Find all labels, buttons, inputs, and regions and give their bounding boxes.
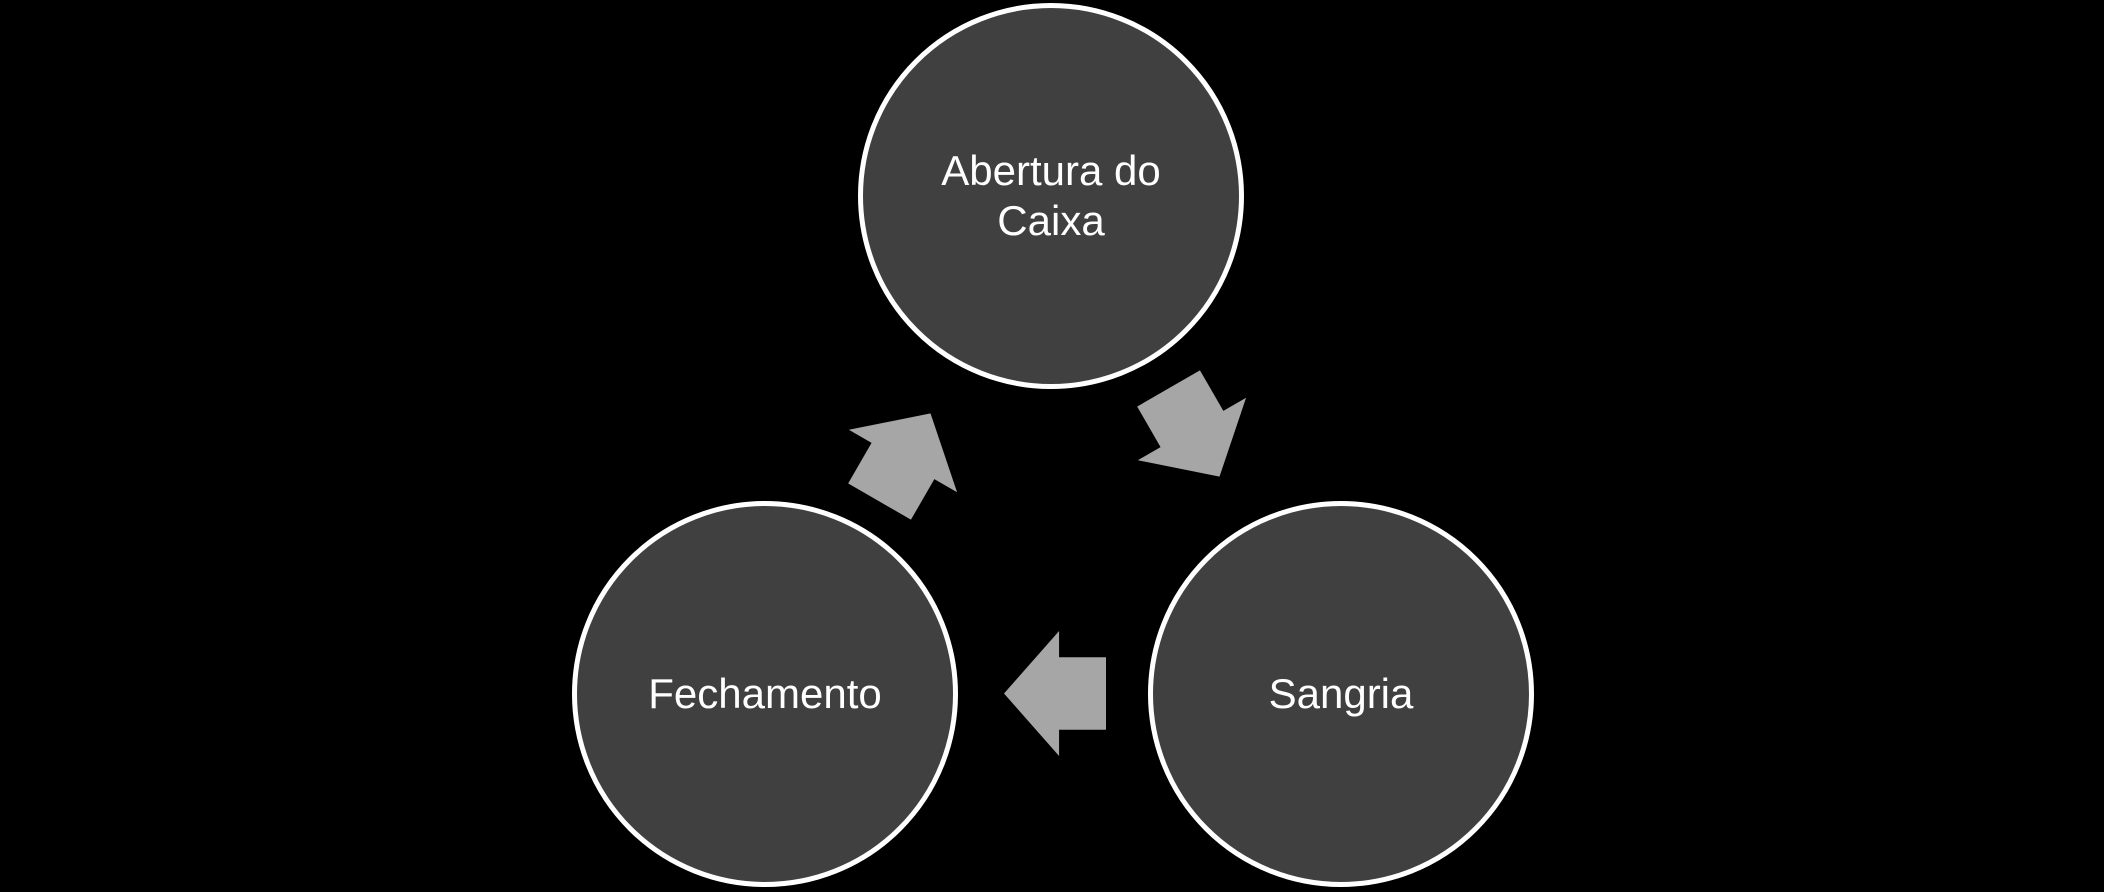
node-fechamento: Fechamento	[572, 501, 958, 887]
arrow-sangria-to-fechamento-icon	[1004, 631, 1106, 756]
arrow-abertura-to-sangria-icon	[1114, 357, 1273, 508]
node-abertura-do-caixa-label: Abertura do Caixa	[941, 146, 1161, 244]
node-fechamento-label: Fechamento	[648, 669, 882, 717]
node-abertura-do-caixa: Abertura do Caixa	[858, 3, 1244, 389]
arrow-fechamento-to-abertura-icon	[825, 382, 984, 533]
node-sangria-label: Sangria	[1268, 669, 1414, 717]
node-sangria: Sangria	[1148, 501, 1534, 887]
